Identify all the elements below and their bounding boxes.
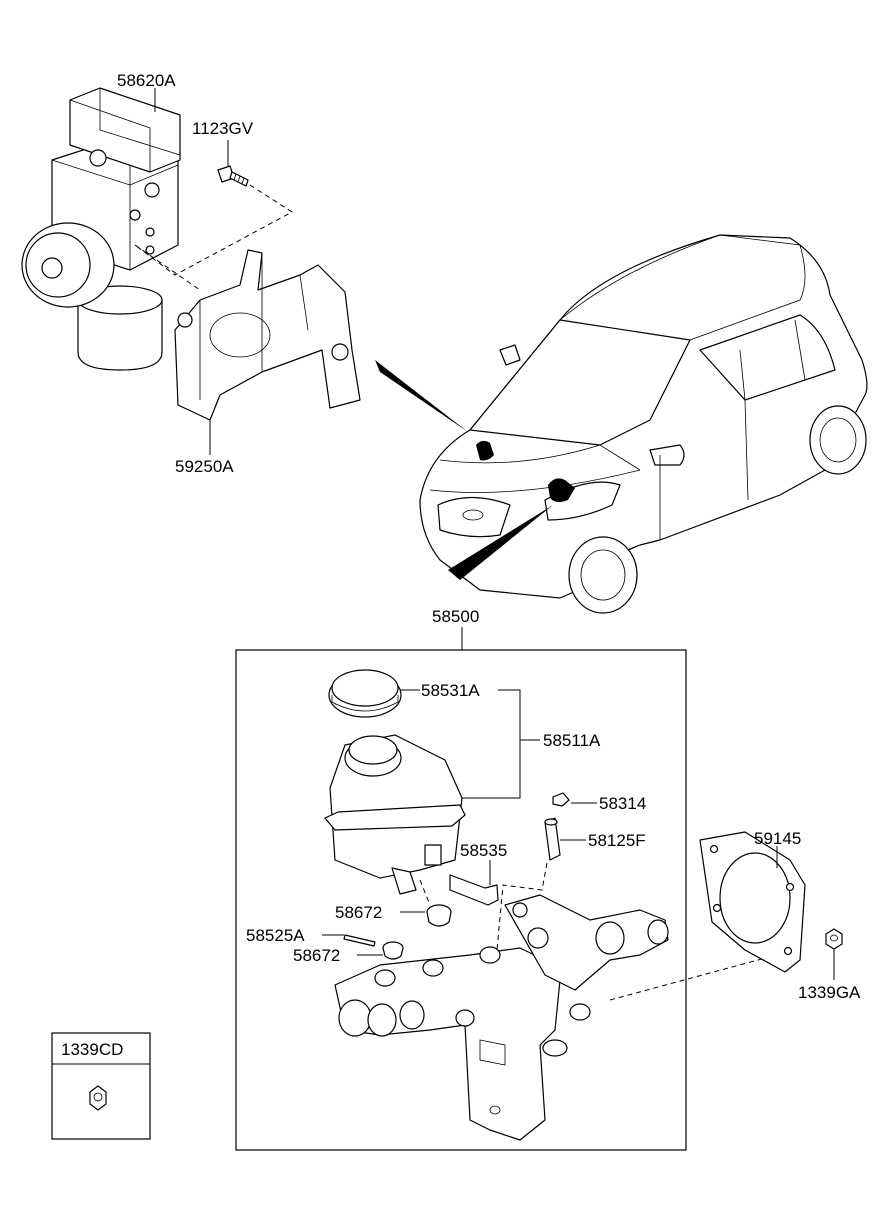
label-58535: 58535 <box>460 841 507 860</box>
gasket <box>699 831 806 973</box>
pointer-master-cylinder <box>448 505 553 580</box>
label-58500: 58500 <box>432 607 479 626</box>
car-illustration <box>419 234 868 614</box>
sensor-plug <box>552 792 570 807</box>
reservoir <box>324 734 466 895</box>
label-58511a: 58511A <box>543 731 601 750</box>
label-58125f: 58125F <box>588 831 646 850</box>
seal-upper <box>426 904 452 927</box>
connector <box>449 874 499 906</box>
pin <box>343 934 376 947</box>
label-59145: 59145 <box>754 829 801 848</box>
nut-1339ga <box>825 928 843 950</box>
sensor <box>544 817 561 861</box>
label-58525a: 58525A <box>246 926 305 945</box>
label-58314: 58314 <box>599 794 646 813</box>
master-cylinder <box>334 894 669 1141</box>
seal-lower <box>382 941 404 960</box>
label-1339ga: 1339GA <box>798 983 861 1002</box>
label-59250a: 59250A <box>175 457 234 476</box>
hecu-module <box>21 87 181 371</box>
label-1123gv: 1123GV <box>192 119 254 138</box>
pointer-hecu <box>375 360 468 432</box>
label-58672-lower: 58672 <box>293 946 340 965</box>
label-58672-upper: 58672 <box>335 903 382 922</box>
assembly-box <box>235 649 687 1151</box>
legend-box-1339cd <box>51 1032 151 1140</box>
bolt-1123gv <box>217 165 249 187</box>
label-58531a: 58531A <box>421 681 480 700</box>
label-58620a: 58620A <box>117 71 176 90</box>
bracket-59250a <box>174 249 361 421</box>
reservoir-cap <box>328 669 402 718</box>
label-1339cd: 1339CD <box>61 1040 123 1059</box>
